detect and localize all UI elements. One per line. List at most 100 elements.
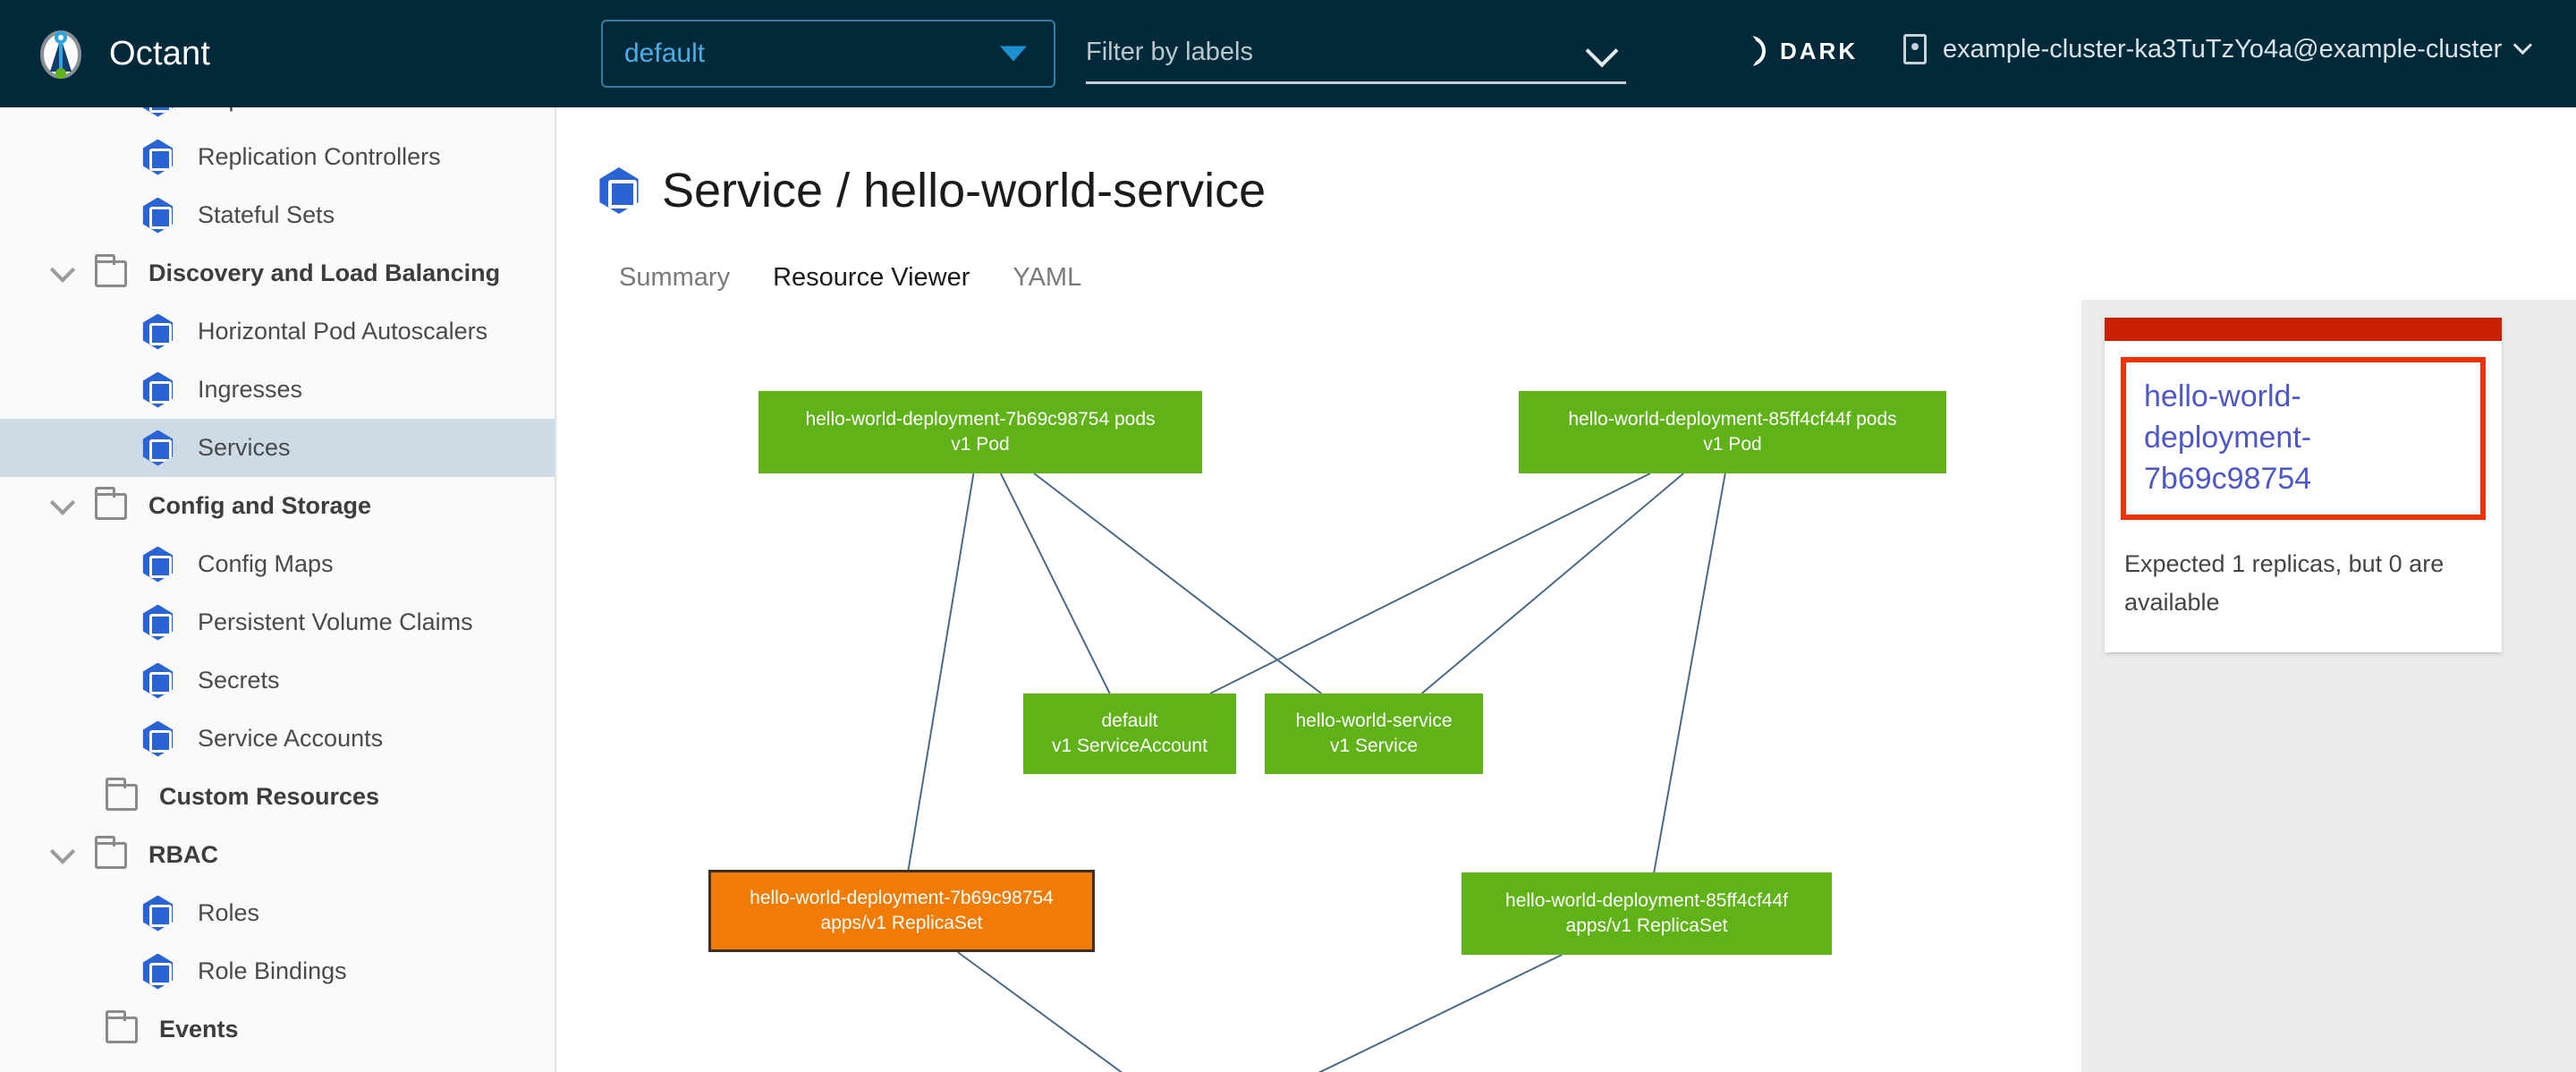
graph-node-kind: v1 ServiceAccount: [1052, 736, 1208, 756]
sidebar-item-label: Services: [198, 434, 291, 461]
sidebar-item-rbac[interactable]: RBAC: [0, 826, 555, 884]
k8s-configmap-icon: [142, 546, 174, 583]
sidebar-item-label: Config and Storage: [148, 492, 371, 519]
tab-yaml[interactable]: YAML: [1013, 263, 1082, 292]
folder-icon: [95, 486, 127, 520]
folder-icon: [106, 777, 138, 811]
graph-edge: [1209, 472, 1651, 694]
sidebar-item-label: Persistent Volume Claims: [198, 608, 473, 635]
sidebar-item-config-maps[interactable]: Config Maps: [0, 535, 555, 593]
graph-edge: [999, 472, 1111, 694]
chevron-down-icon[interactable]: [49, 257, 76, 283]
graph-edge: [957, 951, 1123, 1072]
page-title-row: Service / hello-world-service: [597, 163, 2576, 218]
theme-toggle[interactable]: DARK: [1726, 31, 1859, 71]
graph-node-svc-hello[interactable]: hello-world-service v1 Service: [1265, 693, 1483, 774]
sidebar-item-custom-resources[interactable]: Custom Resources: [0, 768, 555, 826]
cluster-picker[interactable]: example-cluster-ka3TuTzYo4a@example-clus…: [1903, 34, 2533, 64]
chevron-down-icon[interactable]: [1585, 34, 1619, 68]
sidebar-item-label: Replica Sets: [198, 107, 334, 113]
graph-node-name: hello-world-service: [1295, 710, 1453, 732]
k8s-replicationcontroller-icon: [142, 139, 174, 175]
brand[interactable]: Octant: [36, 29, 210, 79]
sidebar-nav[interactable]: Replica SetsReplication ControllersState…: [0, 107, 556, 1072]
sidebar-item-label: Config Maps: [198, 550, 334, 577]
k8s-rolebinding-icon: [142, 953, 174, 990]
graph-node-name: hello-world-deployment-85ff4cf44f: [1505, 890, 1788, 912]
graph-node-name: default: [1101, 710, 1158, 732]
sidebar-item-label: Secrets: [198, 667, 280, 693]
page-title: Service / hello-world-service: [662, 164, 1267, 217]
caret-down-icon: [1000, 46, 1027, 62]
sidebar-item-label: Discovery and Load Balancing: [148, 259, 501, 286]
graph-edge: [1653, 472, 1726, 873]
detail-card: hello-world-deployment-7b69c98754 Expect…: [2105, 318, 2502, 653]
resource-graph-edges: [907, 472, 1726, 1072]
graph-edge: [1318, 954, 1563, 1072]
graph-node-kind: apps/v1 ReplicaSet: [820, 913, 983, 933]
chevron-down-icon[interactable]: [49, 489, 76, 515]
k8s-serviceaccount-icon: [142, 720, 174, 757]
sidebar-item-label: RBAC: [148, 841, 218, 868]
graph-node-rs-85ff[interactable]: hello-world-deployment-85ff4cf44f apps/v1…: [1462, 872, 1832, 955]
graph-node-kind: apps/v1 ReplicaSet: [1565, 915, 1728, 936]
graph-edge: [907, 472, 975, 871]
namespace-select-value: default: [624, 38, 706, 68]
sidebar-item-label: Horizontal Pod Autoscalers: [198, 318, 488, 345]
folder-icon: [95, 835, 127, 869]
sidebar-item-events[interactable]: Events: [0, 1000, 555, 1059]
graph-node-sa-default[interactable]: default v1 ServiceAccount: [1023, 693, 1236, 774]
sidebar-item-stateful-sets[interactable]: Stateful Sets: [0, 186, 555, 244]
sidebar-item-label: Events: [159, 1016, 239, 1042]
detail-title-link[interactable]: hello-world-deployment-7b69c98754: [2144, 379, 2312, 496]
folder-icon: [106, 1009, 138, 1043]
cluster-icon: [1903, 34, 1927, 64]
sidebar-item-services[interactable]: Services: [0, 419, 555, 477]
k8s-hpa-icon: [142, 313, 174, 350]
k8s-replicaset-icon: [142, 107, 174, 117]
sidebar-item-secrets[interactable]: Secrets: [0, 651, 555, 710]
sidebar-item-label: Roles: [198, 899, 260, 926]
label-filter-input[interactable]: Filter by labels: [1086, 23, 1626, 84]
sidebar-item-label: Ingresses: [198, 376, 303, 403]
chevron-down-icon[interactable]: [49, 838, 76, 864]
sidebar-item-label: Role Bindings: [198, 957, 347, 984]
k8s-statefulset-icon: [142, 197, 174, 234]
detail-body-text: Expected 1 replicas, but 0 are available: [2124, 549, 2445, 616]
folder-icon: [95, 253, 127, 287]
graph-node-name: hello-world-deployment-85ff4cf44f pods: [1568, 409, 1897, 430]
graph-edge: [1420, 472, 1684, 694]
graph-node-kind: v1 Service: [1329, 736, 1419, 756]
app-header: Octant default Filter by labels DARK exa…: [0, 0, 2576, 107]
sidebar-item-persistent-volume-claims[interactable]: Persistent Volume Claims: [0, 593, 555, 651]
detail-card-status-bar: [2105, 318, 2502, 341]
label-filter-placeholder: Filter by labels: [1086, 38, 1253, 66]
sidebar-item-role-bindings[interactable]: Role Bindings: [0, 942, 555, 1000]
brand-title: Octant: [109, 34, 211, 72]
k8s-secret-icon: [142, 662, 174, 699]
sidebar-item-discovery-and-load-balancing[interactable]: Discovery and Load Balancing: [0, 244, 555, 302]
sidebar-item-service-accounts[interactable]: Service Accounts: [0, 710, 555, 768]
k8s-pvc-icon: [142, 604, 174, 641]
tab-summary[interactable]: Summary: [619, 263, 731, 292]
sidebar-item-replica-sets[interactable]: Replica Sets: [0, 107, 555, 128]
theme-toggle-label: DARK: [1780, 37, 1859, 64]
octant-logo-icon: [36, 29, 86, 79]
sidebar-item-roles[interactable]: Roles: [0, 884, 555, 942]
graph-node-kind: v1 Pod: [951, 434, 1010, 455]
k8s-service-icon: [142, 430, 174, 466]
k8s-ingress-icon: [142, 371, 174, 408]
graph-edge: [1033, 472, 1322, 694]
k8s-service-icon: [599, 167, 639, 214]
sidebar-item-replication-controllers[interactable]: Replication Controllers: [0, 128, 555, 186]
detail-title-box: hello-world-deployment-7b69c98754: [2121, 357, 2486, 520]
sidebar-item-config-and-storage[interactable]: Config and Storage: [0, 477, 555, 535]
sidebar-item-ingresses[interactable]: Ingresses: [0, 361, 555, 419]
sidebar-item-horizontal-pod-autoscalers[interactable]: Horizontal Pod Autoscalers: [0, 302, 555, 361]
detail-panel: hello-world-deployment-7b69c98754 Expect…: [2081, 300, 2576, 1072]
namespace-select[interactable]: default: [601, 20, 1055, 88]
